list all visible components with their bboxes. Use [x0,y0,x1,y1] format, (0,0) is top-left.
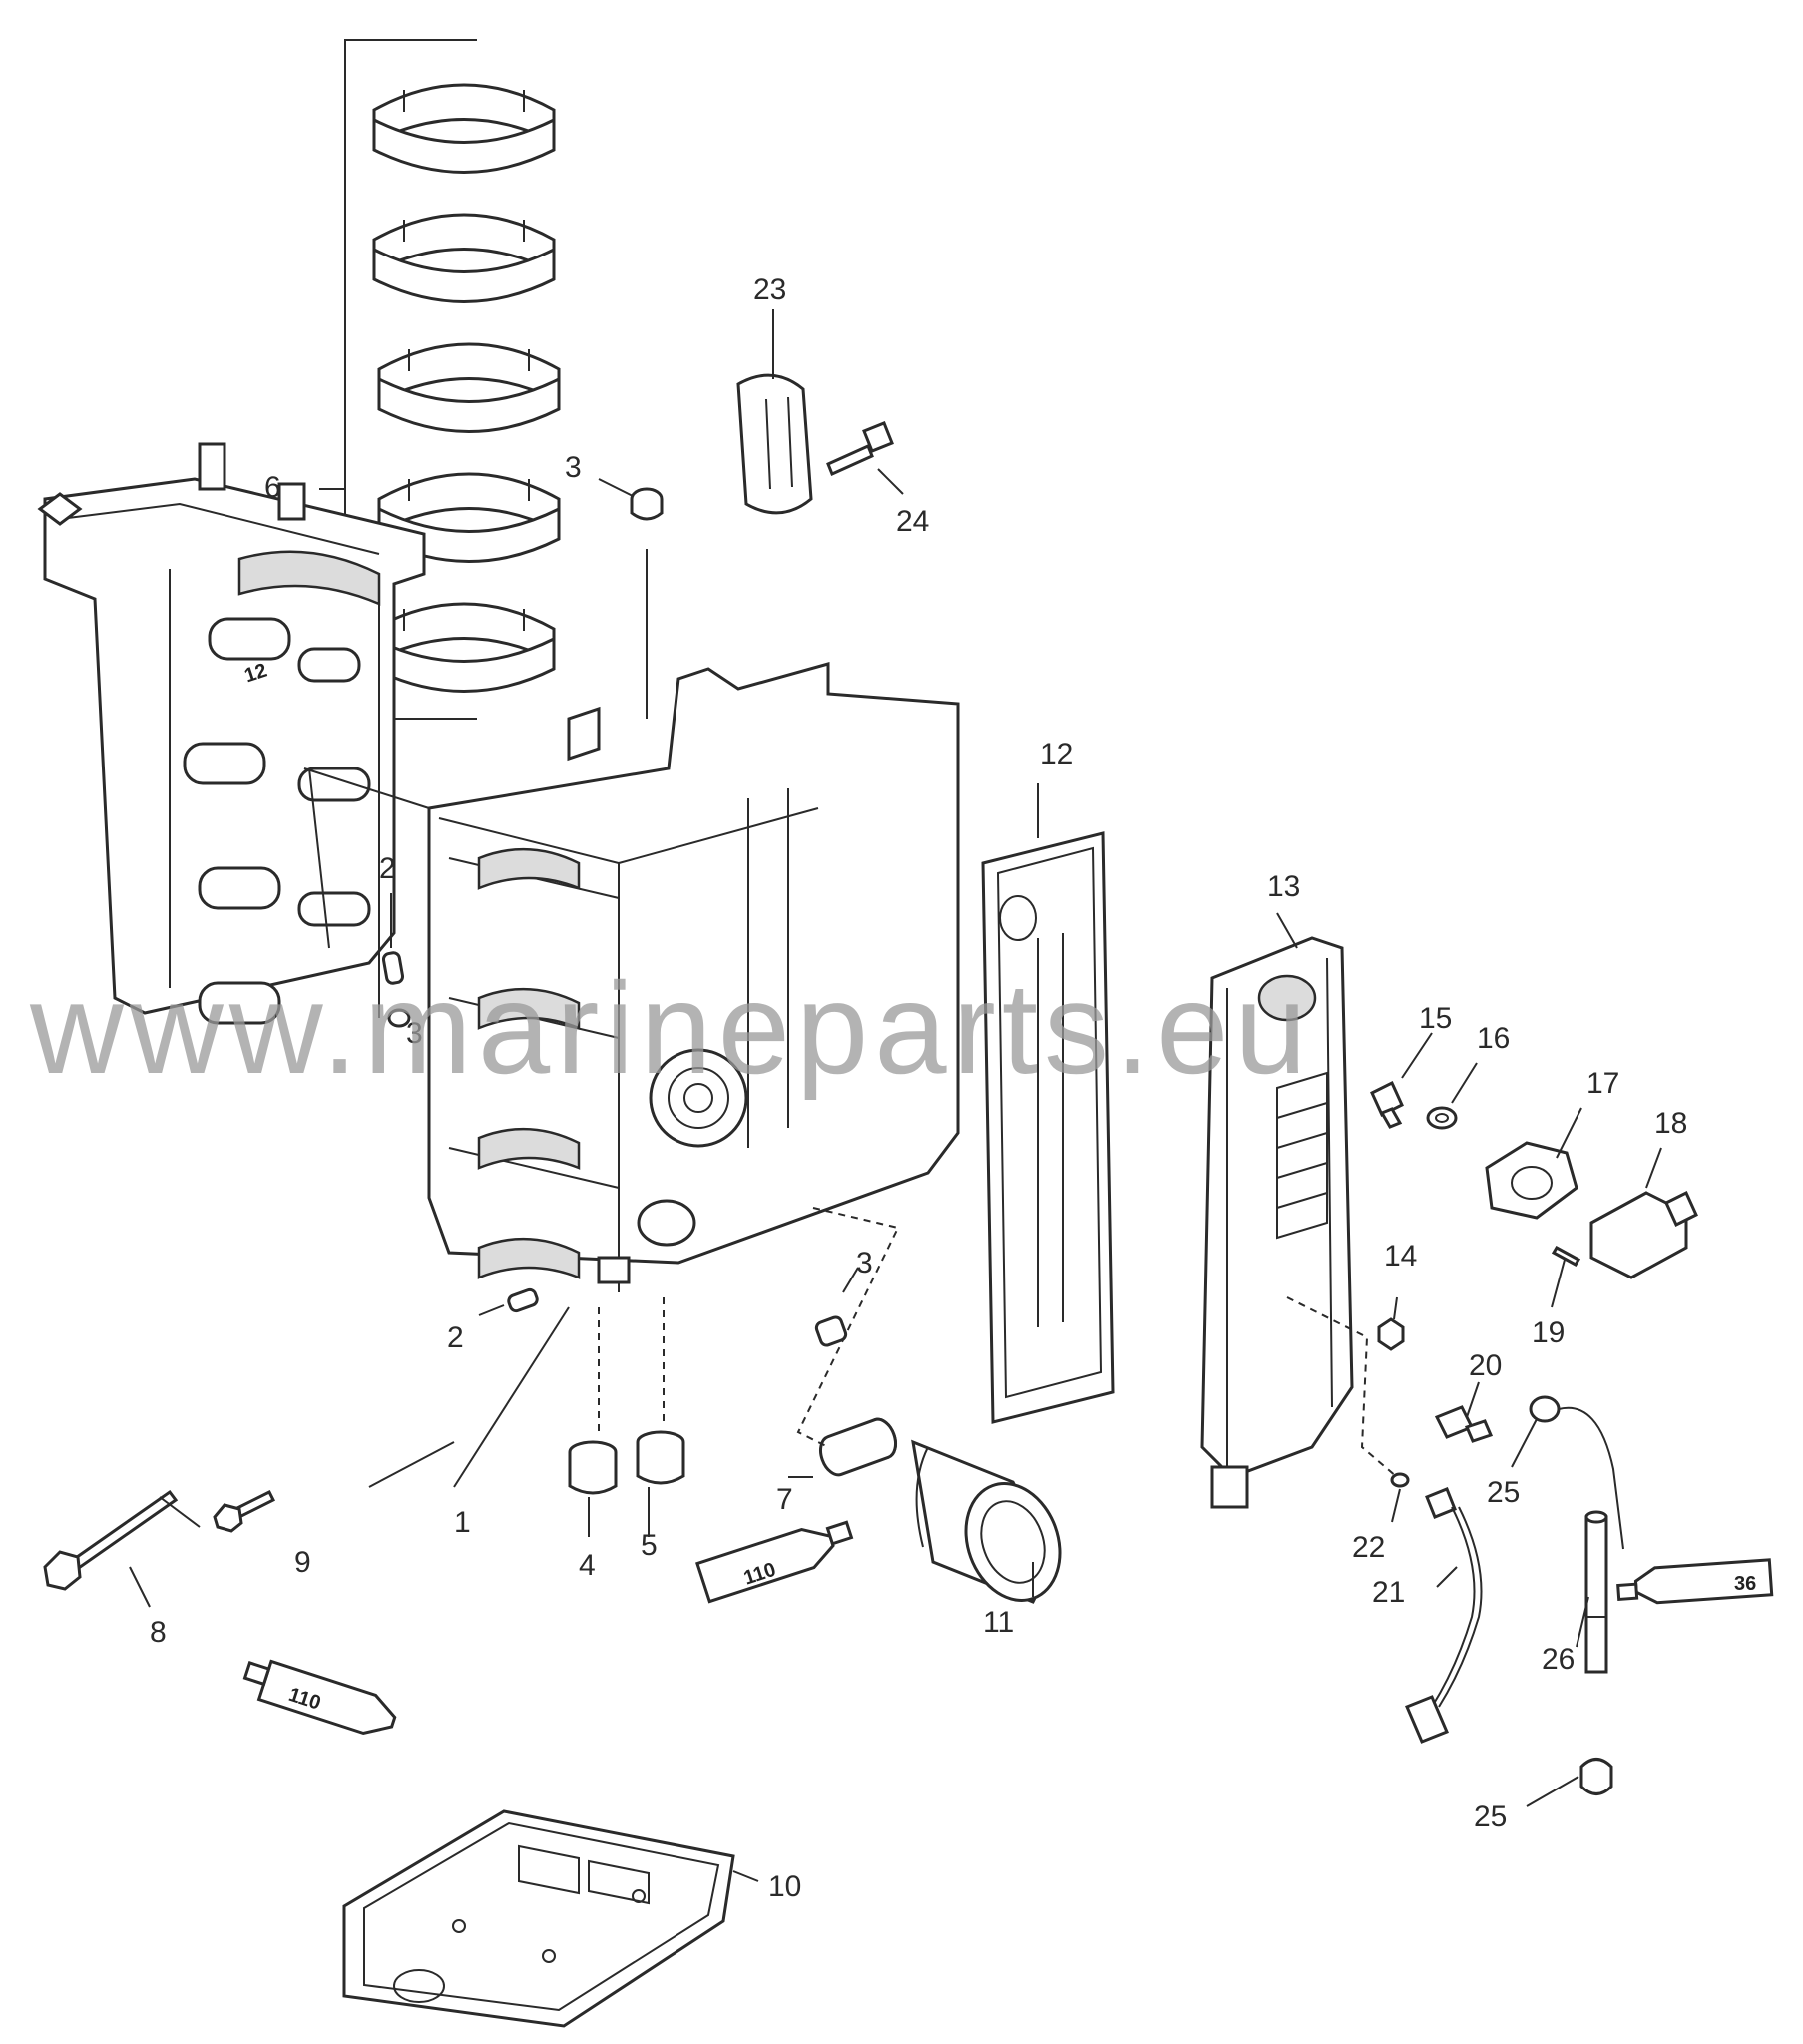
nut-14 [1377,1317,1405,1351]
leader-lines [129,309,1662,1882]
callout-13: 13 [1267,870,1300,903]
callout-10: 10 [768,1870,801,1903]
dowel-pin-2-lower [507,1287,539,1313]
callout-11: 11 [983,1606,1014,1639]
dowel-3-lower [814,1315,848,1347]
cylinder-block [427,662,960,1292]
callouts: 1 2 2 3 3 3 4 5 6 7 8 9 10 11 12 13 14 1… [150,273,1687,1903]
sensor-18 [1589,1190,1698,1279]
clamp-25-upper [1529,1395,1624,1550]
sealant-tube-110-center [695,1520,854,1604]
crankcase-cover-left [37,442,426,1025]
callout-9: 9 [294,1546,311,1579]
screw-19 [1551,1245,1581,1268]
callout-3-lower: 3 [856,1247,873,1279]
callout-5: 5 [641,1529,658,1562]
callout-26: 26 [1542,1643,1575,1676]
bolt-24 [826,421,894,477]
sleeve-7 [819,1417,897,1477]
callout-18: 18 [1654,1107,1687,1140]
gasket-12 [981,831,1115,1424]
callout-6: 6 [264,471,281,504]
callout-20: 20 [1469,1349,1502,1382]
dowel-3-side [387,1008,411,1028]
hose-26 [1584,1510,1608,1674]
cover-plate-13 [1200,936,1354,1509]
callout-25-lower: 25 [1474,1800,1507,1833]
tube-label-36: 36 [1734,1573,1756,1595]
hose-clip-23 [736,373,813,515]
callout-21: 21 [1372,1576,1405,1609]
callout-14: 14 [1384,1240,1417,1273]
callout-8: 8 [150,1616,167,1649]
callout-15: 15 [1419,1002,1452,1035]
fitting-15 [1370,1080,1404,1129]
dowel-3-upper [630,487,664,521]
callout-2-lower: 2 [447,1321,464,1354]
oil-filter-11 [911,1439,1062,1604]
sealant-tube-36 [1616,1558,1774,1605]
elbow-fitting-20 [1434,1405,1494,1443]
callout-12: 12 [1040,738,1073,770]
sealant-tube-110-left [242,1659,397,1736]
gasket-10 [342,1809,735,2028]
bolt-8 [43,1489,179,1591]
callout-19: 19 [1532,1316,1565,1349]
dowel-pin-2-upper [381,951,405,985]
oring-22 [1390,1472,1410,1488]
callout-1: 1 [454,1506,471,1539]
callout-22: 22 [1352,1531,1385,1564]
cap-5 [636,1430,685,1485]
callout-23: 23 [753,273,786,306]
gasket-17 [1485,1141,1578,1220]
callout-7: 7 [776,1483,793,1516]
cap-4 [568,1440,618,1495]
callout-3-side: 3 [406,1017,423,1050]
callout-24: 24 [896,505,929,538]
washer-16 [1426,1106,1458,1130]
callout-3-upper: 3 [565,451,582,484]
watermark: www.marineparts.eu [29,955,1313,1101]
bearing-set-bracket [319,39,477,720]
callout-17: 17 [1586,1067,1619,1100]
callout-2-upper: 2 [379,852,396,885]
callout-4: 4 [579,1549,596,1582]
bolt-9 [213,1489,276,1533]
clamp-25-lower [1579,1758,1613,1795]
callout-25-upper: 25 [1487,1476,1520,1509]
callout-16: 16 [1477,1022,1510,1055]
sensor-cable-21 [1405,1487,1483,1744]
bearing-shells [372,83,561,693]
